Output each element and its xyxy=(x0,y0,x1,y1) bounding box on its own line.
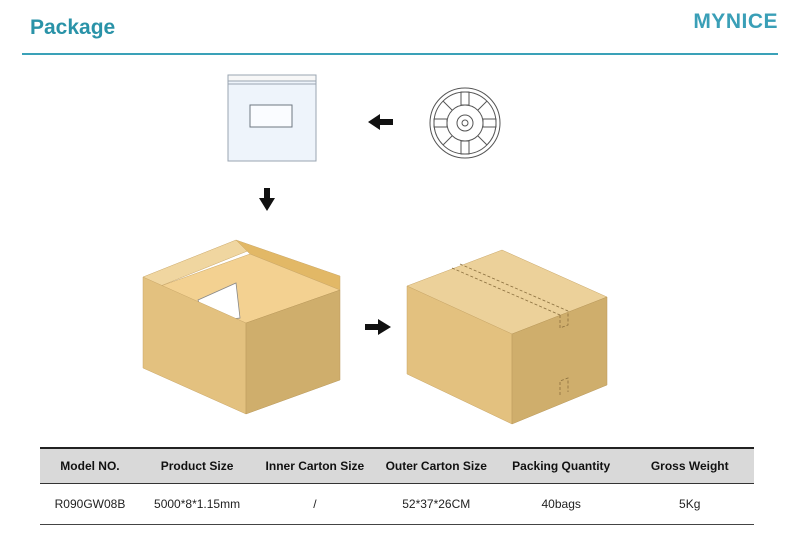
column-header: Product Size xyxy=(139,447,255,484)
esd-bag-icon xyxy=(227,74,317,162)
column-header: Inner Carton Size xyxy=(254,447,376,484)
table-header-row: Model NO. Product Size Inner Carton Size… xyxy=(40,447,754,484)
page-title: Package xyxy=(30,16,116,39)
arrow-right-icon xyxy=(365,319,391,335)
table-cell: 40bags xyxy=(496,483,626,525)
table-row: R090GW08B 5000*8*1.15mm / 52*37*26CM 40b… xyxy=(40,483,754,525)
table-cell: 5000*8*1.15mm xyxy=(139,483,255,525)
column-header: Packing Quantity xyxy=(496,447,626,484)
column-header: Outer Carton Size xyxy=(375,447,497,484)
table-cell: R090GW08B xyxy=(40,483,140,525)
arrow-left-icon xyxy=(368,114,393,130)
reel-icon xyxy=(429,87,501,159)
packaging-illustration xyxy=(142,74,608,425)
table-cell: 5Kg xyxy=(625,483,754,525)
brand-logo: MYNICE xyxy=(693,10,778,33)
outer-carton-icon xyxy=(406,249,608,425)
inner-carton-icon xyxy=(142,239,341,415)
arrow-down-icon xyxy=(259,188,275,211)
column-header: Model NO. xyxy=(40,447,140,484)
table-cell: 52*37*26CM xyxy=(375,483,497,525)
column-header: Gross Weight xyxy=(625,447,754,484)
header-divider xyxy=(22,53,778,55)
spec-table: Model NO. Product Size Inner Carton Size… xyxy=(40,447,754,525)
table-cell: / xyxy=(254,483,376,525)
